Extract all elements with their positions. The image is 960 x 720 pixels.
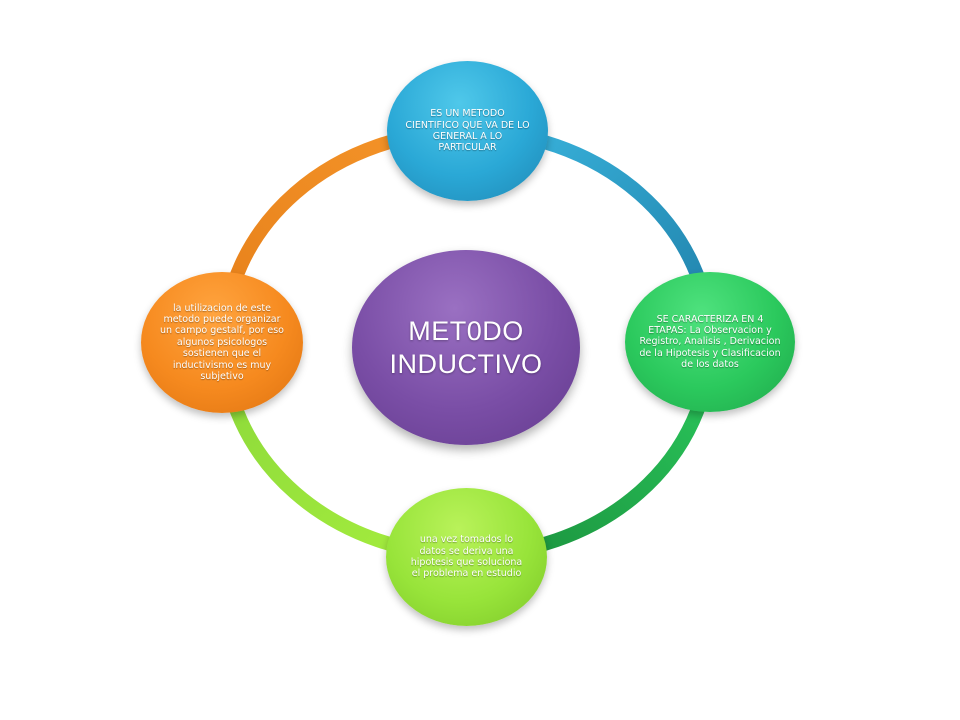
node-bottom: una vez tomados lo datos se deriva una h… <box>386 488 547 626</box>
node-top-text: ES UN METODO CIENTIFICO QUE VA DE LO GEN… <box>405 108 530 154</box>
center-node: MET0DO INDUCTIVO <box>352 250 580 445</box>
center-title-line1: MET0DO <box>408 315 524 346</box>
node-right-text: SE CARACTERIZA EN 4 ETAPAS: La Observaci… <box>639 313 781 371</box>
node-left: la utilizacion de este metodo puede orga… <box>141 272 303 413</box>
center-title-line2: INDUCTIVO <box>389 348 543 379</box>
node-right: SE CARACTERIZA EN 4 ETAPAS: La Observaci… <box>625 272 795 412</box>
node-top: ES UN METODO CIENTIFICO QUE VA DE LO GEN… <box>387 61 548 201</box>
node-bottom-text: una vez tomados lo datos se deriva una h… <box>410 534 523 580</box>
node-left-text: la utilizacion de este metodo puede orga… <box>160 302 284 382</box>
